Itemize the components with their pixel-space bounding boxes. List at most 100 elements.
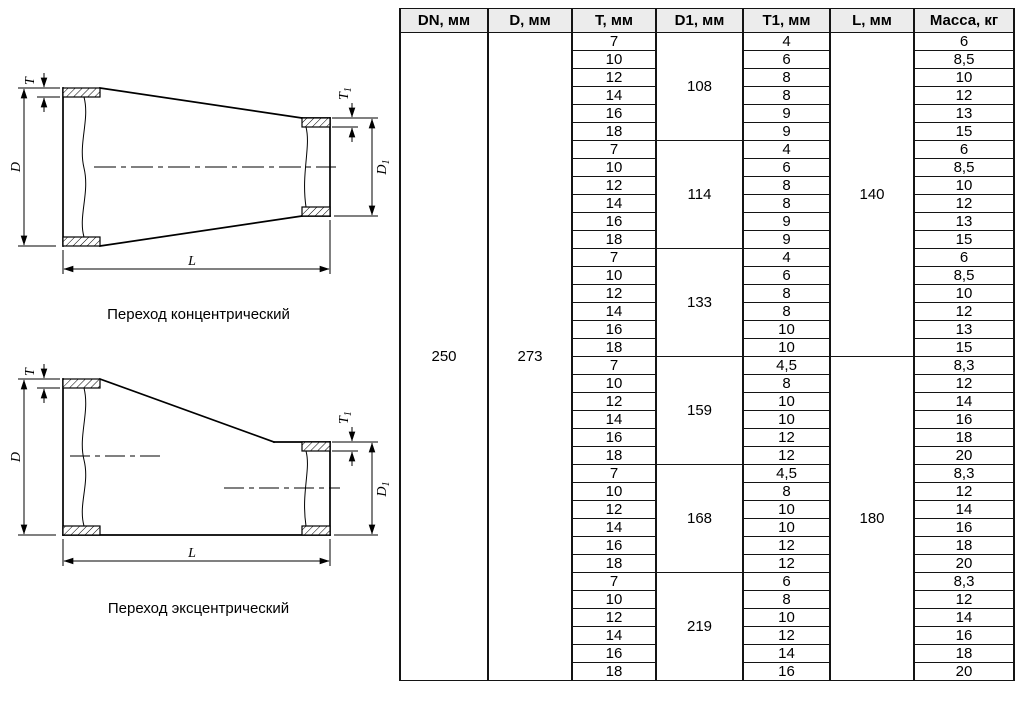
t1-value: 8 (742, 86, 831, 105)
centerlines (70, 455, 340, 489)
t-value: 14 (571, 302, 657, 321)
mass-value: 16 (913, 626, 1015, 645)
t-value: 18 (571, 122, 657, 141)
wall-sections (62, 378, 331, 536)
t1-value: 4 (742, 32, 831, 51)
mass-value: 12 (913, 194, 1015, 213)
t1-value: 10 (742, 338, 831, 357)
t-value: 12 (571, 500, 657, 519)
t-value: 18 (571, 446, 657, 465)
t1-value: 12 (742, 536, 831, 555)
t-value: 16 (571, 212, 657, 231)
t-value: 16 (571, 104, 657, 123)
mass-value: 12 (913, 302, 1015, 321)
t-value: 16 (571, 320, 657, 339)
t-value: 10 (571, 482, 657, 501)
t1-value: 9 (742, 230, 831, 249)
column-header: DN, мм (399, 8, 489, 33)
mass-value: 20 (913, 662, 1015, 681)
t-value: 18 (571, 662, 657, 681)
t1-value: 12 (742, 626, 831, 645)
mass-value: 12 (913, 86, 1015, 105)
t1-value: 6 (742, 572, 831, 591)
t1-value: 8 (742, 194, 831, 213)
mass-value: 16 (913, 410, 1015, 429)
eccentric-figure: T D T1 D1 L Переход эксцентрический (6, 352, 391, 617)
mass-value: 20 (913, 446, 1015, 465)
t-value: 18 (571, 338, 657, 357)
mass-value: 15 (913, 230, 1015, 249)
mass-value: 8,5 (913, 266, 1015, 285)
t1-value: 8 (742, 284, 831, 303)
mass-value: 6 (913, 32, 1015, 51)
t1-value: 8 (742, 374, 831, 393)
t-value: 7 (571, 356, 657, 375)
pipe-outline (62, 377, 331, 536)
mass-value: 8,3 (913, 572, 1015, 591)
dim-label-t1: T1 (337, 87, 354, 100)
t1-value: 10 (742, 410, 831, 429)
dim-label-d1: D1 (375, 159, 391, 175)
mass-value: 12 (913, 482, 1015, 501)
t-value: 12 (571, 284, 657, 303)
t-value: 10 (571, 158, 657, 177)
t1-value: 8 (742, 302, 831, 321)
mass-value: 13 (913, 212, 1015, 231)
t-value: 7 (571, 140, 657, 159)
d1-value: 114 (655, 140, 744, 249)
dim-label-l: L (187, 546, 196, 561)
mass-value: 8,5 (913, 50, 1015, 69)
t-value: 14 (571, 410, 657, 429)
t-value: 7 (571, 464, 657, 483)
table-row: 14 8 12 (400, 302, 1015, 321)
t-value: 7 (571, 248, 657, 267)
t1-value: 4,5 (742, 464, 831, 483)
d1-value: 133 (655, 248, 744, 357)
d-value: 273 (487, 32, 573, 681)
t1-value: 8 (742, 68, 831, 87)
t1-value: 10 (742, 500, 831, 519)
concentric-reducer-drawing: T D T1 D1 L (9, 73, 391, 274)
t-value: 12 (571, 608, 657, 627)
t1-value: 8 (742, 590, 831, 609)
t-value: 18 (571, 230, 657, 249)
dimension-lines (18, 73, 378, 274)
t-value: 7 (571, 572, 657, 591)
t-value: 10 (571, 266, 657, 285)
break-lines (81, 387, 308, 527)
dimension-labels: T D T1 D1 L (9, 76, 391, 269)
t-value: 18 (571, 554, 657, 573)
dim-label-d: D (9, 452, 24, 463)
t-value: 10 (571, 50, 657, 69)
t1-value: 4,5 (742, 356, 831, 375)
t1-value: 9 (742, 212, 831, 231)
d1-value: 108 (655, 32, 744, 141)
concentric-figure: T D T1 D1 L Переход концентрический (6, 58, 391, 323)
t1-value: 9 (742, 122, 831, 141)
column-header: T, мм (571, 8, 657, 33)
t1-value: 10 (742, 392, 831, 411)
column-header: Масса, кг (913, 8, 1015, 33)
mass-value: 13 (913, 320, 1015, 339)
column-header: L, мм (829, 8, 915, 33)
